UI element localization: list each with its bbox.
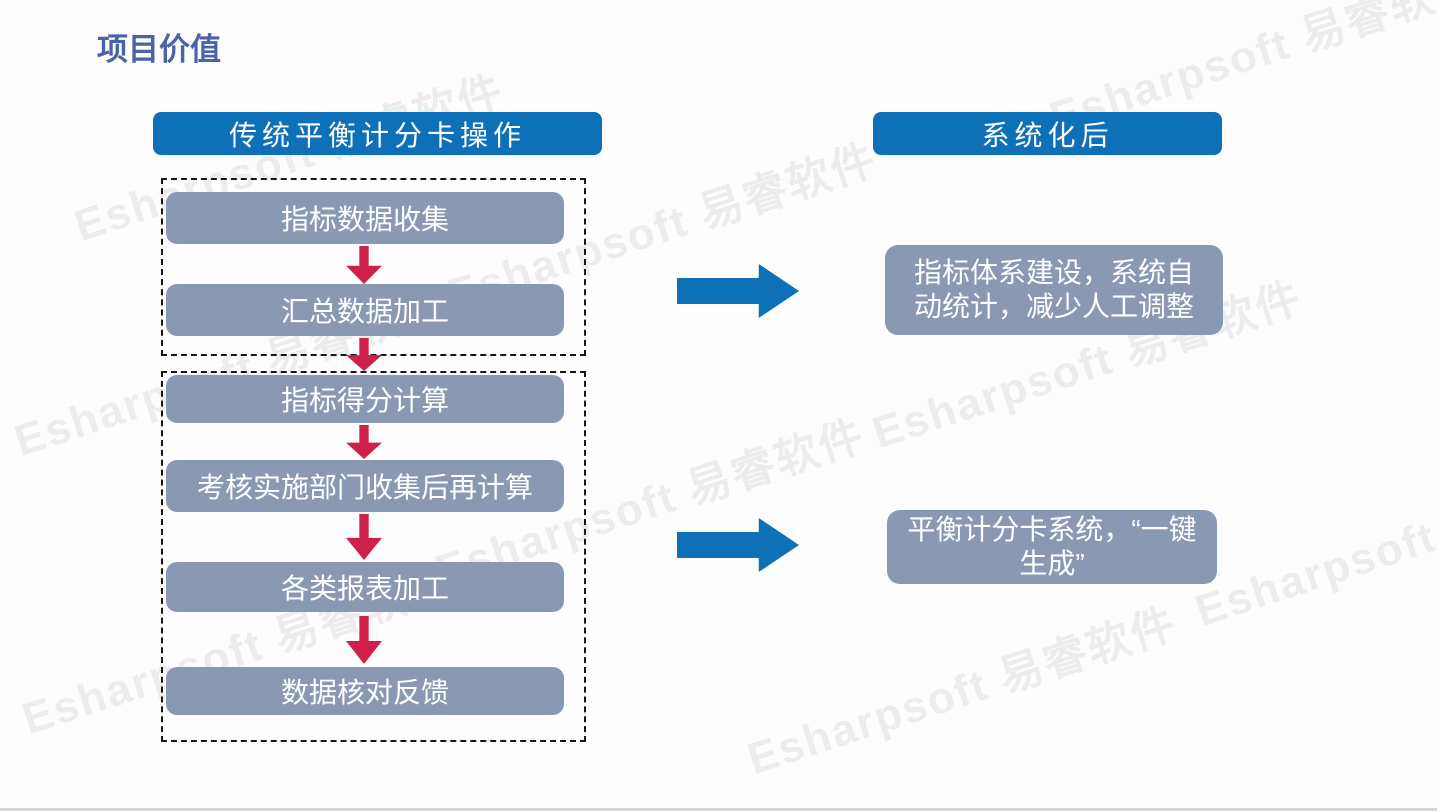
flow-step-dept-recollect-recalculate: 考核实施部门收集后再计算	[166, 460, 564, 512]
right-arrow-icon	[677, 518, 799, 572]
flow-step-data-check-feedback: 数据核对反馈	[166, 667, 564, 715]
right-arrow-icon	[677, 264, 799, 318]
bottom-divider	[0, 808, 1437, 811]
header-after-systemization: 系统化后	[873, 112, 1222, 155]
flow-step-report-processing: 各类报表加工	[166, 562, 564, 612]
flow-step-collect-indicator-data: 指标数据收集	[166, 192, 564, 244]
result-box-one-click: 平衡计分卡系统，“一键生成”	[887, 510, 1217, 584]
dashed-group-1	[161, 178, 586, 356]
dashed-group-2	[161, 371, 586, 742]
flow-step-aggregate-data-processing: 汇总数据加工	[166, 284, 564, 336]
page-title: 项目价值	[97, 32, 221, 67]
flow-step-score-calculation: 指标得分计算	[166, 375, 564, 423]
result-box-indicator-system: 指标体系建设，系统自动统计，减少人工调整	[885, 245, 1223, 335]
header-traditional-operation: 传统平衡计分卡操作	[153, 112, 602, 155]
